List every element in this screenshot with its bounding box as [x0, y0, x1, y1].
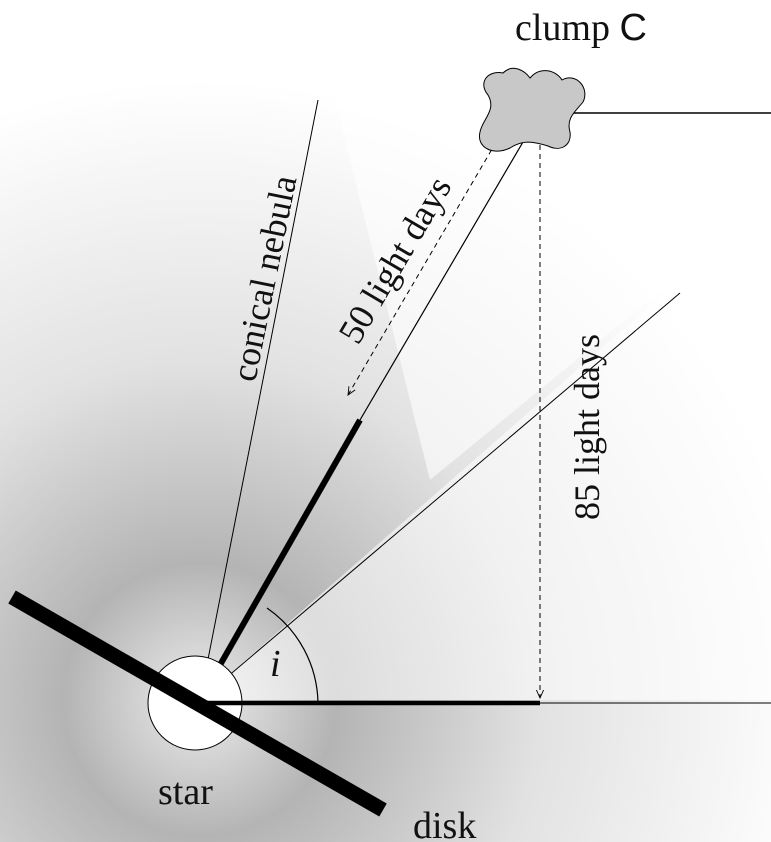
star-label: star [158, 771, 213, 813]
distance-85-label: 85 light days [567, 334, 607, 520]
disk-bar [8, 590, 387, 817]
clump-label: clump C [515, 7, 647, 49]
clump-label-letter: C [619, 7, 646, 49]
clump-c-shape [478, 67, 586, 152]
distance-50-arrow [348, 103, 519, 395]
bright-wedge [200, 200, 771, 700]
jet-axis [197, 418, 363, 702]
inclination-angle-label: i [270, 643, 281, 685]
line-of-sight [199, 292, 681, 701]
conical-nebula-edge [199, 99, 319, 701]
inclination-arc [266, 607, 319, 704]
disk-label: disk [413, 805, 476, 842]
clump-label-word: clump [515, 7, 619, 49]
